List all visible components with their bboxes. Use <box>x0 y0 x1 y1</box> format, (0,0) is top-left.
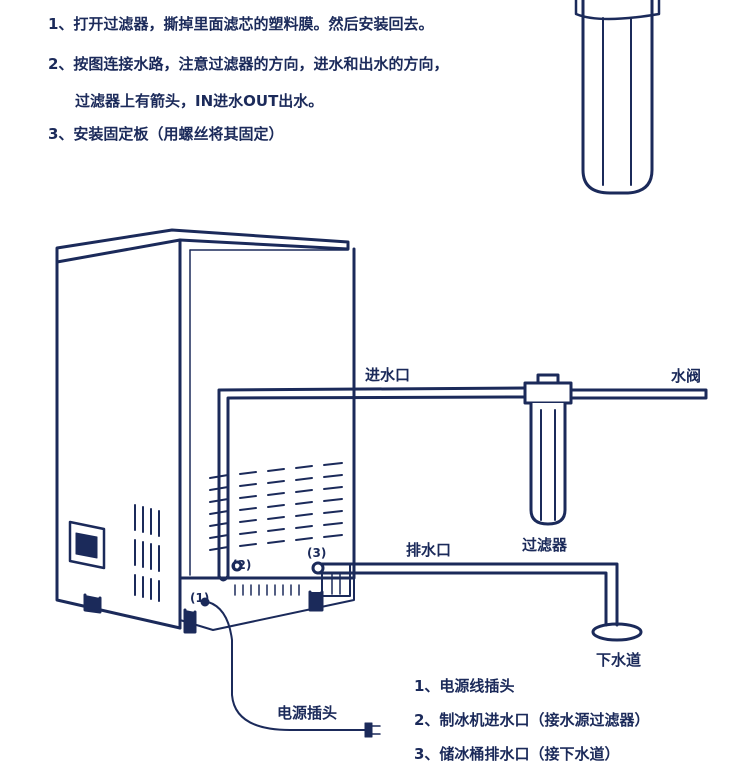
legend-item-2: 2、制冰机进水口（接水源过滤器） <box>414 711 650 729</box>
floor-drain-icon <box>591 622 643 642</box>
drain-label: 排水口 <box>406 541 451 559</box>
large-filter-housing <box>574 0 661 195</box>
inlet-pipe <box>217 386 708 582</box>
small-filter <box>523 373 573 526</box>
instruction-step-1: 1、打开过滤器，撕掉里面滤芯的塑料膜。然后安装回去。 <box>48 15 434 33</box>
marker-3: (3) <box>307 546 326 560</box>
ice-machine <box>55 228 356 634</box>
power-cord <box>200 597 381 738</box>
instruction-step-3: 3、安装固定板（用螺丝将其固定） <box>48 125 284 143</box>
drain-pipe <box>311 561 619 627</box>
instruction-step-2: 2、按图连接水路，注意过滤器的方向，进水和出水的方向， <box>48 55 449 73</box>
floor-drain-label: 下水道 <box>596 651 641 669</box>
legend-item-1: 1、电源线插头 <box>414 677 515 695</box>
legend-item-3: 3、储冰桶排水口（接下水道） <box>414 745 620 763</box>
valve-label: 水阀 <box>671 367 701 385</box>
marker-1: (1) <box>190 591 209 605</box>
filter-label: 过滤器 <box>522 536 568 554</box>
marker-2: (2) <box>232 558 251 572</box>
instruction-step-2-continued: 过滤器上有箭头，IN进水OUT出水。 <box>75 92 324 110</box>
power-plug-label: 电源插头 <box>277 704 337 722</box>
inlet-port-marker <box>231 560 243 572</box>
inlet-label: 进水口 <box>365 366 410 384</box>
